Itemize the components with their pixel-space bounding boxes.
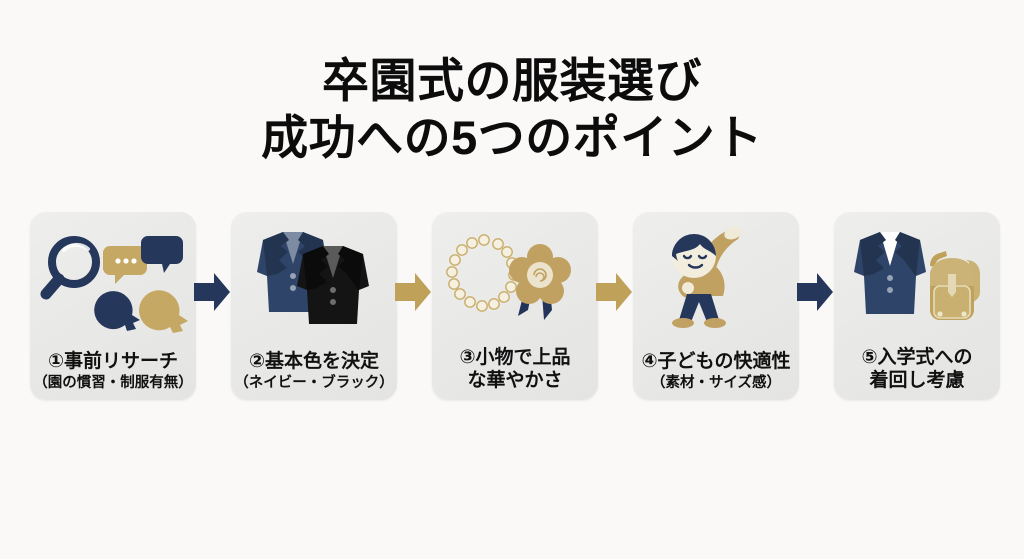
step-card-5[interactable]: ⑤入学式への 着回し考慮 (834, 212, 1000, 400)
step-card-3-title: ③小物で上品 (459, 347, 571, 369)
step-card-4-title: ④子どもの快適性 (641, 351, 791, 373)
step-card-5-title-line2: 着回し考慮 (869, 369, 965, 391)
step-card-5-title: ⑤入学式への (861, 347, 973, 369)
arrow-step2-to-step3 (393, 270, 433, 314)
arrow-step1-to-step2 (192, 270, 232, 314)
step-card-4-text: ④子どもの快適性 （素材・サイズ感） (633, 351, 799, 392)
step-card-3-text: ③小物で上品 な華やかさ (432, 347, 598, 392)
step-card-3-title-line2: な華やかさ (467, 369, 563, 391)
step-card-2-title: ②基本色を決定 (248, 351, 380, 373)
arrow-step4-to-step5 (795, 270, 835, 314)
suit-jackets-navy-black-icon (231, 224, 397, 329)
title-line-2: 成功への5つのポイント (261, 111, 763, 165)
step-card-1-text: ①事前リサーチ （園の慣習・制服有無） (30, 351, 196, 392)
step-card-4-subtitle: （素材・サイズ感） (650, 374, 782, 391)
step-card-2-subtitle: （ネイビー・ブラック） (234, 374, 394, 391)
jacket-randoseru-icon (834, 224, 1000, 329)
step-card-5-text: ⑤入学式への 着回し考慮 (834, 347, 1000, 392)
step-card-2-text: ②基本色を決定 （ネイビー・ブラック） (231, 351, 397, 392)
child-stretching-icon (633, 224, 799, 329)
step-card-1[interactable]: ①事前リサーチ （園の慣習・制服有無） (30, 212, 196, 400)
step-card-2[interactable]: ②基本色を決定 （ネイビー・ブラック） (231, 212, 397, 400)
research-magnifier-heads-icon (30, 224, 196, 333)
page-title: 卒園式の服装選び 成功への5つのポイント (0, 52, 1024, 167)
steps-flow: ①事前リサーチ （園の慣習・制服有無） (0, 212, 1024, 412)
step-card-3[interactable]: ③小物で上品 な華やかさ (432, 212, 598, 400)
pearl-necklace-corsage-icon (432, 224, 598, 329)
step-card-4[interactable]: ④子どもの快適性 （素材・サイズ感） (633, 212, 799, 400)
step-card-1-title: ①事前リサーチ (47, 351, 179, 373)
arrow-step3-to-step4 (594, 270, 634, 314)
step-card-1-subtitle: （園の慣習・制服有無） (33, 374, 193, 391)
title-line-1: 卒園式の服装選び (322, 54, 702, 107)
